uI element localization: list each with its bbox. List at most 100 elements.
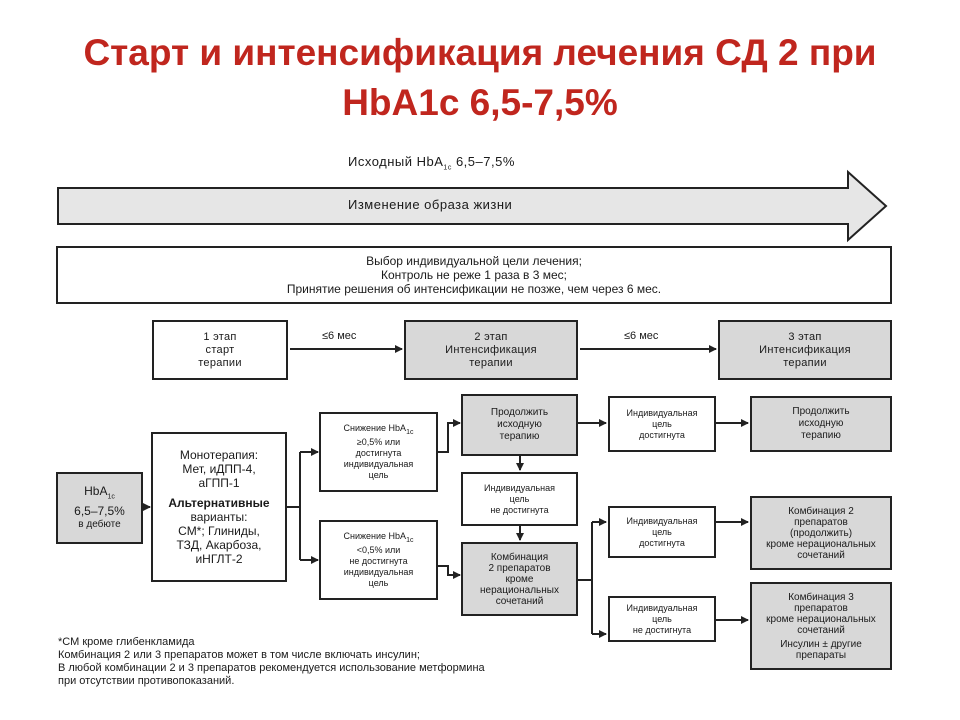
interval-label-1: ≤6 мес xyxy=(322,330,357,342)
combo2-line3: кроме xyxy=(505,573,534,585)
decrease-fail-line2: <0,5% или xyxy=(356,545,401,556)
hba1c-start-line1: HbA1c xyxy=(84,484,115,504)
alt-line-3: СМ*; Глиниды, xyxy=(178,524,260,538)
continue2-line3: терапию xyxy=(801,430,841,441)
combo2cont-line2: препаратов xyxy=(794,516,848,528)
mono-line-1: Монотерапия: xyxy=(179,448,259,462)
footnote-line3: В любой комбинации 2 и 3 препаратов реко… xyxy=(58,662,485,674)
goal-not-met-mid-line3: не достигнута xyxy=(490,504,549,515)
decrease-ok-line4: индивидуальная xyxy=(343,459,414,470)
decrease-fail-line4: индивидуальная xyxy=(343,567,414,578)
continue-therapy-box: Продолжить исходную терапию xyxy=(461,394,578,456)
combo3-line2: препаратов xyxy=(794,602,848,614)
initial-therapy-box: Монотерапия: Мет, иДПП-4, аГПП-1 Альтерн… xyxy=(151,432,287,582)
decrease-ok-sub: 1c xyxy=(406,428,414,436)
mono-line-2: Мет, иДПП-4, xyxy=(182,462,256,476)
stage-3-line2: Интенсификация xyxy=(759,343,851,356)
goal-met-top-line1: Индивидуальная xyxy=(626,407,698,418)
decrease-ok-line5: цель xyxy=(368,470,389,481)
alt-line-5: иНГЛТ-2 xyxy=(195,552,243,566)
combo3-line4: сочетаний xyxy=(797,624,845,636)
combo2cont-line5: сочетаний xyxy=(797,549,845,561)
combo2cont-line3: (продолжить) xyxy=(789,527,853,539)
continue2-line1: Продолжить xyxy=(792,406,850,417)
stage-3-line3: терапии xyxy=(783,356,827,369)
baseline-hba1c-label: Исходный HbA1c 6,5–7,5% xyxy=(348,154,515,172)
goal-met-box-mid: Индивидуальная цель достигнута xyxy=(608,506,716,558)
stage-2-title: 2 этап xyxy=(474,330,508,343)
continue2-line2: исходную xyxy=(798,418,844,429)
combo2cont-line4: кроме нерациональных xyxy=(766,538,876,550)
decrease-ok-line2: ≥0,5% или xyxy=(356,437,401,448)
combo2-line2: 2 препаратов xyxy=(488,562,551,574)
decrease-fail-line1: Снижение HbA1c xyxy=(344,531,414,546)
mono-line-3: аГПП-1 xyxy=(198,476,240,490)
goal-met-mid-line2: цель xyxy=(652,526,672,537)
combo2-line4: нерациональных xyxy=(480,584,559,596)
alt-line-4: ТЗД, Акарбоза, xyxy=(176,538,262,552)
goal-met-top-line3: достигнута xyxy=(639,429,685,440)
goal-met-box-top: Индивидуальная цель достигнута xyxy=(608,396,716,452)
lifestyle-arrow-shape xyxy=(57,169,888,243)
decrease-ok-line3: достигнута xyxy=(355,448,402,459)
hba1c-start-line2: 6,5–7,5% xyxy=(74,504,125,519)
baseline-suffix: 6,5–7,5% xyxy=(451,154,515,169)
decrease-fail-line3: не достигнута xyxy=(349,556,408,567)
goal-not-met-box-bottom: Индивидуальная цель не достигнута xyxy=(608,596,716,642)
decrease-fail-box: Снижение HbA1c <0,5% или не достигнута и… xyxy=(319,520,438,600)
combination-3-box: Комбинация 3 препаратов кроме нерационал… xyxy=(750,582,892,670)
footnote-line4: при отсутствии противопоказаний. xyxy=(58,675,235,687)
hba1c-start-box: HbA1c 6,5–7,5% в дебюте xyxy=(56,472,143,544)
baseline-sub: 1c xyxy=(443,164,452,172)
treatment-goals-box: Выбор индивидуальной цели лечения; Контр… xyxy=(56,246,892,304)
goal-not-met-mid-line2: цель xyxy=(509,493,530,504)
footnote-line1: *СМ кроме глибенкламида xyxy=(58,636,195,648)
decrease-fail-prefix: Снижение HbA xyxy=(343,530,407,541)
goals-line-1: Выбор индивидуальной цели лечения; xyxy=(366,254,582,268)
baseline-prefix: Исходный HbA xyxy=(348,154,444,169)
arrow-decrease-ok-to-continue xyxy=(438,419,461,453)
stage-1-title: 1 этап xyxy=(203,330,237,343)
continue1-line3: терапию xyxy=(499,431,540,442)
continue1-line1: Продолжить xyxy=(490,407,549,418)
arrow-decrease-fail-to-combo2 xyxy=(438,565,461,579)
goal-not-met-bottom-line3: не достигнута xyxy=(632,624,692,635)
footnote-line2: Комбинация 2 или 3 препаратов может в то… xyxy=(58,649,420,661)
stage-2-line2: Интенсификация xyxy=(445,343,537,356)
goal-met-mid-line1: Индивидуальная xyxy=(626,515,698,526)
stage-2-line3: терапии xyxy=(469,356,513,369)
hba1c-start-sub: 1c xyxy=(107,493,115,501)
combination-2-box: Комбинация 2 препаратов кроме нерационал… xyxy=(461,542,578,616)
goals-line-3: Принятие решения об интенсификации не по… xyxy=(286,282,662,296)
alt-line-2: варианты: xyxy=(190,510,248,524)
continue-therapy-box-stage3: Продолжить исходную терапию xyxy=(750,396,892,452)
footnote: *СМ кроме глибенкламида Комбинация 2 или… xyxy=(58,636,618,688)
combo3-line3: кроме нерациональных xyxy=(766,613,876,625)
goal-met-top-line2: цель xyxy=(652,418,672,429)
slide-title: Старт и интенсификация лечения СД 2 при … xyxy=(0,28,960,128)
decrease-ok-line1: Снижение HbA1c xyxy=(344,423,414,438)
combo3-line1: Комбинация 3 xyxy=(788,591,854,603)
stage-2-box: 2 этап Интенсификация терапии xyxy=(404,320,578,380)
decrease-fail-line5: цель xyxy=(368,578,389,589)
slide-title-line1: Старт и интенсификация лечения СД 2 при xyxy=(83,32,877,73)
combo2cont-line1: Комбинация 2 xyxy=(788,505,854,517)
goal-not-met-mid-line1: Индивидуальная xyxy=(484,482,555,493)
goal-not-met-box-mid: Индивидуальная цель не достигнута xyxy=(461,472,578,526)
interval-label-2: ≤6 мес xyxy=(624,330,659,342)
combo2-line1: Комбинация xyxy=(490,551,549,563)
stage-1-line2: старт xyxy=(205,343,235,356)
goals-line-2: Контроль не реже 1 раза в 3 мес; xyxy=(380,268,568,282)
decrease-fail-sub: 1c xyxy=(406,536,414,544)
lifestyle-arrow-label: Изменение образа жизни xyxy=(348,197,513,212)
decrease-ok-box: Снижение HbA1c ≥0,5% или достигнута инди… xyxy=(319,412,438,492)
goal-not-met-bottom-line2: цель xyxy=(652,613,672,624)
goal-met-mid-line3: достигнута xyxy=(639,537,685,548)
combo3-line6: препараты xyxy=(795,649,847,661)
stage-1-box: 1 этап старт терапии xyxy=(152,320,288,380)
stage-1-line3: терапии xyxy=(198,356,242,369)
alt-line-1: Альтернативные xyxy=(168,496,270,510)
continue1-line2: исходную xyxy=(497,419,542,430)
slide-title-line2: HbA1c 6,5-7,5% xyxy=(342,82,618,123)
